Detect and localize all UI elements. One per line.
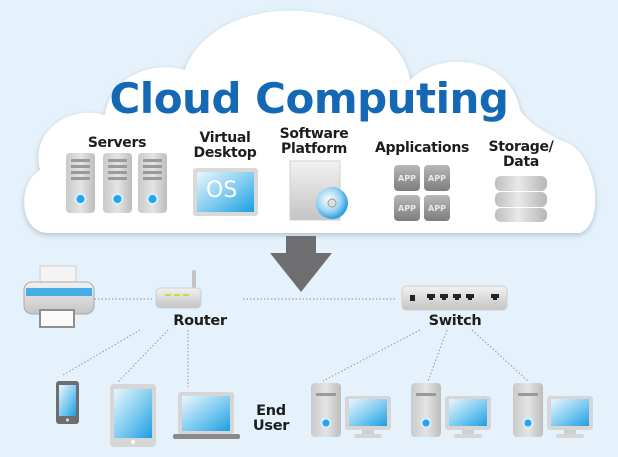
laptop-icon	[173, 392, 240, 439]
app-tile: APP	[424, 165, 450, 191]
software-disc-icon	[289, 160, 348, 221]
label-servers: Servers	[87, 135, 147, 151]
os-label: OS	[206, 178, 238, 203]
label-virtual-desktop: Virtual Desktop	[193, 130, 257, 161]
tablet-icon	[110, 384, 156, 447]
desktop-computer-icon	[513, 383, 593, 438]
smartphone-icon	[56, 381, 79, 424]
desktop-computer-icon	[411, 383, 491, 438]
label-router: Router	[173, 313, 227, 329]
virtual-desktop-icon	[193, 168, 258, 216]
server-rack-icon	[66, 153, 167, 213]
database-icon	[495, 176, 547, 222]
network-links	[62, 298, 529, 387]
label-switch: Switch	[428, 313, 482, 329]
down-arrow-icon	[270, 236, 332, 292]
desktop-computer-icon	[311, 383, 391, 438]
switch-icon	[401, 285, 508, 311]
printer-icon	[23, 265, 95, 328]
app-tile: APP	[394, 165, 420, 191]
router-icon	[155, 270, 202, 309]
label-applications: Applications	[374, 140, 470, 156]
label-end-user: End User	[252, 403, 290, 434]
cloud-shape	[24, 10, 596, 234]
diagram-title: Cloud Computing	[109, 74, 509, 123]
app-tile: APP	[424, 195, 450, 221]
label-storage-data: Storage/ Data	[488, 139, 554, 170]
label-software-platform: Software Platform	[279, 126, 349, 157]
app-tile: APP	[394, 195, 420, 221]
